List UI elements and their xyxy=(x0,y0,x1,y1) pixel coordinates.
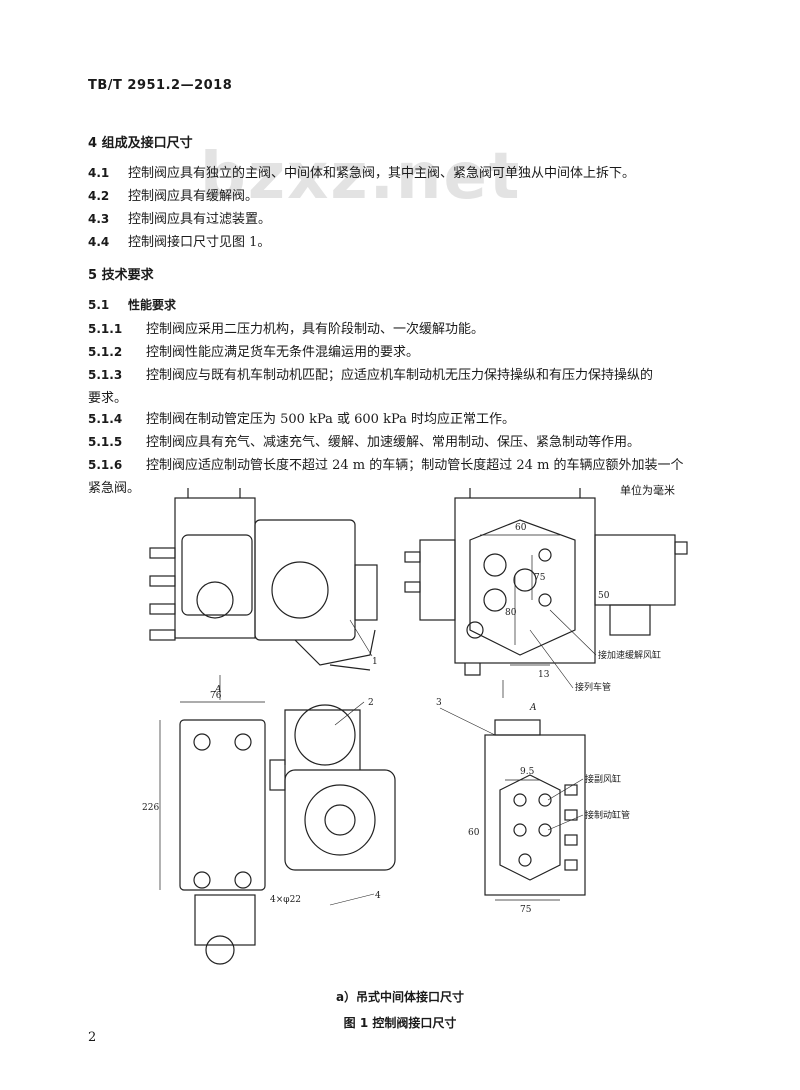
dim-hole-spec: 4×φ22 xyxy=(270,895,301,905)
clause-5-1-5: 5.1.5 控制阀应具有充气、减速充气、缓解、加速缓解、常用制动、保压、紧急制动等… xyxy=(88,433,640,452)
view-a-right xyxy=(484,719,586,896)
dim-75: 75 xyxy=(534,573,546,583)
dim-13: 13 xyxy=(538,670,550,680)
label-train-pipe: 接列车管 xyxy=(575,681,611,693)
clause-5-1-1: 5.1.1 控制阀应采用二压力机构，具有阶段制动、一次缓解功能。 xyxy=(88,320,484,339)
clause-4-2: 4.2 控制阀应具有缓解阀。 xyxy=(88,187,258,206)
clause-text: 控制阀应具有充气、减速充气、缓解、加速缓解、常用制动、保压、紧急制动等作用。 xyxy=(146,435,641,450)
dim-50: 50 xyxy=(598,591,610,601)
clause-text: 控制阀应适应制动管长度不超过 24 m 的车辆；制动管长度超过 24 m 的车辆… xyxy=(146,458,684,473)
clause-4-3: 4.3 控制阀应具有过滤装置。 xyxy=(88,210,271,229)
unit-label: 单位为毫米 xyxy=(620,484,675,497)
clause-number: 5.1.1 xyxy=(88,322,123,336)
clause-number: 4.2 xyxy=(88,189,110,203)
clause-4-1: 4.1 控制阀应具有独立的主阀、中间体和紧急阀，其中主阀、紧急阀可单独从中间体上拆… xyxy=(88,164,635,183)
label-brake-cylinder: 接制动缸管 xyxy=(585,809,630,821)
label-accel-reservoir: 接加速缓解风缸 xyxy=(598,649,661,661)
figure-subcaption: a）吊式中间体接口尺寸 xyxy=(335,990,465,1004)
clause-4-4: 4.4 控制阀接口尺寸见图 1。 xyxy=(88,233,270,252)
callout-3: 3 xyxy=(436,698,442,708)
page-number: 2 xyxy=(88,1030,97,1045)
clause-text: 控制阀接口尺寸见图 1。 xyxy=(128,235,271,250)
plan-view-left xyxy=(179,704,396,965)
clause-text: 控制阀应具有缓解阀。 xyxy=(128,189,259,204)
clause-5-1-6: 5.1.6 控制阀应适应制动管长度不超过 24 m 的车辆；制动管长度超过 24 … xyxy=(88,456,684,475)
dim-75-b: 75 xyxy=(520,905,532,915)
valve-interface-drawing: 60 75 50 80 13 76 226 4×φ22 9.5 60 75 1 … xyxy=(142,488,688,965)
clause-number: 5.1.4 xyxy=(88,412,123,426)
clause-number: 4.1 xyxy=(88,166,110,180)
dim-9-5: 9.5 xyxy=(520,767,535,777)
watermark: bzxz.net xyxy=(200,140,522,214)
clause-5-1: 5.1 性能要求 xyxy=(88,296,176,315)
clause-text: 控制阀应采用二压力机构，具有阶段制动、一次缓解功能。 xyxy=(146,322,485,337)
callout-2: 2 xyxy=(368,698,374,708)
figure-caption: 图 1 控制阀接口尺寸 xyxy=(343,1016,457,1030)
callout-1: 1 xyxy=(372,657,378,667)
clause-number: 5.1 xyxy=(88,298,110,312)
clause-text: 控制阀应与既有机车制动机匹配；应适应机车制动机无压力保持操纵和有压力保持操纵的 xyxy=(146,368,654,383)
label-aux-reservoir: 接副风缸 xyxy=(585,773,621,785)
view-a-title: A xyxy=(529,703,537,713)
dim-60: 60 xyxy=(515,523,527,533)
section-4-title: 4 组成及接口尺寸 xyxy=(88,136,193,151)
clause-number: 5.1.6 xyxy=(88,458,123,472)
clause-5-1-3: 5.1.3 控制阀应与既有机车制动机匹配；应适应机车制动机无压力保持操纵和有压力保… xyxy=(88,366,653,385)
clause-text: 控制阀应具有独立的主阀、中间体和紧急阀，其中主阀、紧急阀可单独从中间体上拆下。 xyxy=(128,166,636,181)
dim-76: 76 xyxy=(210,691,222,701)
clause-text: 控制阀性能应满足货车无条件混编运用的要求。 xyxy=(146,345,420,360)
clause-text: 控制阀在制动管定压为 500 kPa 或 600 kPa 时均应正常工作。 xyxy=(146,412,516,427)
clause-5-1-2: 5.1.2 控制阀性能应满足货车无条件混编运用的要求。 xyxy=(88,343,419,362)
clause-heading: 性能要求 xyxy=(128,298,177,312)
clause-number: 5.1.3 xyxy=(88,368,123,382)
document-code: TB/T 2951.2—2018 xyxy=(88,78,233,93)
side-view-left xyxy=(149,488,378,671)
dim-226: 226 xyxy=(142,803,159,813)
view-a-marker: A xyxy=(214,685,222,695)
clause-5-1-3-continuation: 要求。 xyxy=(88,391,128,406)
clause-number: 5.1.5 xyxy=(88,435,123,449)
dim-80: 80 xyxy=(505,608,517,618)
clause-text: 控制阀应具有过滤装置。 xyxy=(128,212,272,227)
clause-5-1-4: 5.1.4 控制阀在制动管定压为 500 kPa 或 600 kPa 时均应正常工… xyxy=(88,410,515,429)
callout-4: 4 xyxy=(375,891,381,901)
clause-5-1-6-continuation: 紧急阀。 xyxy=(88,481,141,496)
clause-number: 4.3 xyxy=(88,212,110,226)
section-5-title: 5 技术要求 xyxy=(88,268,154,283)
front-view-right xyxy=(404,488,688,676)
clause-number: 4.4 xyxy=(88,235,110,249)
dim-60-b: 60 xyxy=(468,828,480,838)
clause-number: 5.1.2 xyxy=(88,345,123,359)
